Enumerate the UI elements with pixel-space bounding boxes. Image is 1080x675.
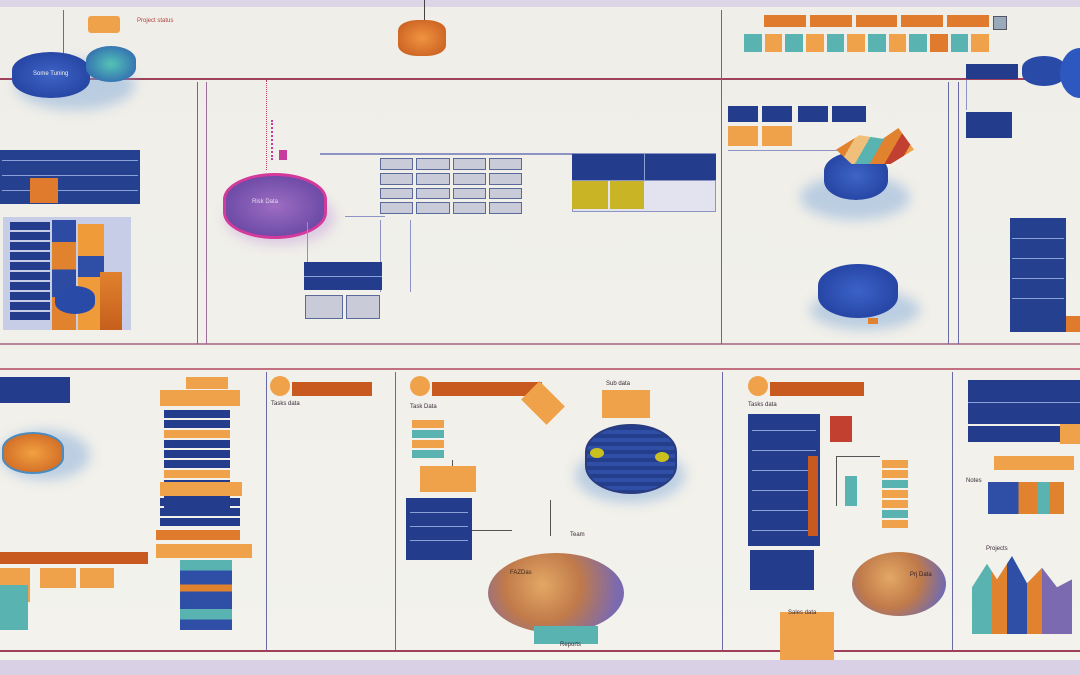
bottom-col4-disk-label: Prj Data bbox=[910, 572, 932, 579]
vsep-9 bbox=[722, 372, 723, 650]
vsep-2 bbox=[206, 82, 207, 344]
right-header-cell-1 bbox=[728, 106, 758, 122]
bottom-col2-head: Tasks data bbox=[271, 401, 300, 408]
bottom-col4-disk bbox=[852, 552, 946, 616]
vsep-4 bbox=[948, 82, 949, 344]
bottom-divider bbox=[0, 650, 1080, 652]
top-left-database-label: Some Tuning bbox=[33, 71, 68, 78]
right-bottom-tag: Projects bbox=[986, 546, 1008, 553]
center-yellow-card-2 bbox=[610, 181, 644, 209]
bottom-left-card bbox=[0, 377, 70, 403]
bottom-left-database bbox=[2, 432, 64, 474]
bottom-col1-chart bbox=[180, 560, 232, 630]
vsep-7 bbox=[266, 372, 267, 650]
bottom-col2-marker bbox=[270, 376, 290, 396]
vsep-1 bbox=[197, 82, 198, 344]
risk-database bbox=[223, 173, 327, 239]
middle-divider-top bbox=[0, 343, 1080, 345]
bottom-col3-sub: Sub data bbox=[606, 381, 630, 388]
vsep-3 bbox=[721, 10, 722, 344]
right-database-2 bbox=[818, 264, 898, 318]
top-orange-tab bbox=[88, 16, 120, 33]
team-database-label: Team bbox=[570, 532, 585, 539]
top-left-database-2 bbox=[86, 46, 136, 82]
globe-chart bbox=[488, 553, 624, 633]
upper-left-table bbox=[0, 150, 140, 204]
upper-divider bbox=[0, 78, 1080, 80]
vsep-5 bbox=[958, 82, 959, 344]
bottom-col3-tag: Reports bbox=[560, 642, 581, 649]
top-right-block-row-1 bbox=[764, 15, 989, 27]
top-right-block-row-2 bbox=[744, 34, 989, 52]
globe-label: FAZDas bbox=[510, 570, 532, 577]
bottom-band bbox=[0, 660, 1080, 675]
vsep-8 bbox=[395, 372, 396, 650]
bottom-right-blocks bbox=[988, 482, 1064, 514]
bottom-col3-stack bbox=[412, 420, 444, 460]
top-right-card bbox=[966, 64, 1018, 79]
bottom-col3-head: Task Data bbox=[410, 404, 437, 411]
middle-divider-bottom bbox=[0, 368, 1080, 370]
top-small-tag: Project status bbox=[137, 18, 173, 25]
risk-database-label: Risk Data bbox=[252, 199, 278, 206]
top-border bbox=[0, 0, 1080, 7]
right-stacked-chart bbox=[836, 128, 914, 164]
far-right-card bbox=[966, 112, 1012, 138]
right-tag: Notes bbox=[966, 478, 982, 485]
task-card-grid bbox=[380, 158, 522, 214]
bottom-col1-header bbox=[186, 377, 228, 389]
vsep-10 bbox=[952, 372, 953, 650]
bottom-col4-tag: Sales data bbox=[788, 610, 816, 617]
bottom-col4-head: Tasks data bbox=[748, 402, 777, 409]
bottom-col4-stack bbox=[882, 460, 908, 530]
bottom-right-area-chart bbox=[972, 556, 1072, 634]
center-yellow-card-1 bbox=[572, 181, 608, 209]
top-center-database bbox=[398, 20, 446, 56]
far-right-table bbox=[1010, 218, 1066, 332]
